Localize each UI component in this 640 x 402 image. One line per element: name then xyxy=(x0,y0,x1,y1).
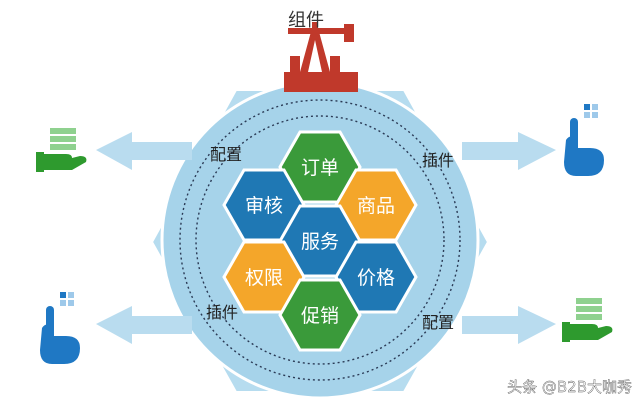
hex-audit: 审核 xyxy=(222,168,306,242)
dotted-ring-inner xyxy=(195,115,445,365)
watermark: 头条 @B2B大咖秀 xyxy=(507,378,632,396)
svg-text:服务: 服务 xyxy=(301,231,339,253)
hex-price: 价格 xyxy=(334,240,418,314)
svg-text:促销: 促销 xyxy=(301,305,339,327)
arrow-bottom-left-label: 插件 xyxy=(206,303,238,322)
dotted-ring-outer xyxy=(179,99,461,381)
svg-text:价格: 价格 xyxy=(357,267,395,289)
pointing-hand-icon xyxy=(564,104,604,176)
hand-stack-icon xyxy=(36,128,87,172)
arrow-bottom-left xyxy=(96,306,192,344)
pointing-hand-icon xyxy=(40,292,80,364)
svg-text:商品: 商品 xyxy=(357,195,395,217)
oil-pump-icon xyxy=(284,22,358,92)
arrow-top-left-label: 配置 xyxy=(210,145,242,164)
arrow-top-left xyxy=(96,132,192,170)
svg-text:权限: 权限 xyxy=(245,267,283,289)
arrow-bottom-right-label: 配置 xyxy=(422,313,454,332)
svg-text:订单: 订单 xyxy=(301,157,339,179)
hex-promotion: 促销 xyxy=(278,278,362,352)
arrow-top-right xyxy=(462,132,556,170)
hex-product: 商品 xyxy=(334,168,418,242)
component-label: 组件 xyxy=(288,10,324,31)
arrow-bottom-right xyxy=(462,306,556,344)
svg-text:审核: 审核 xyxy=(245,195,283,217)
hex-permission: 权限 xyxy=(222,240,306,314)
hand-stack-icon xyxy=(562,298,613,342)
arrow-top-right-label: 插件 xyxy=(422,151,454,170)
